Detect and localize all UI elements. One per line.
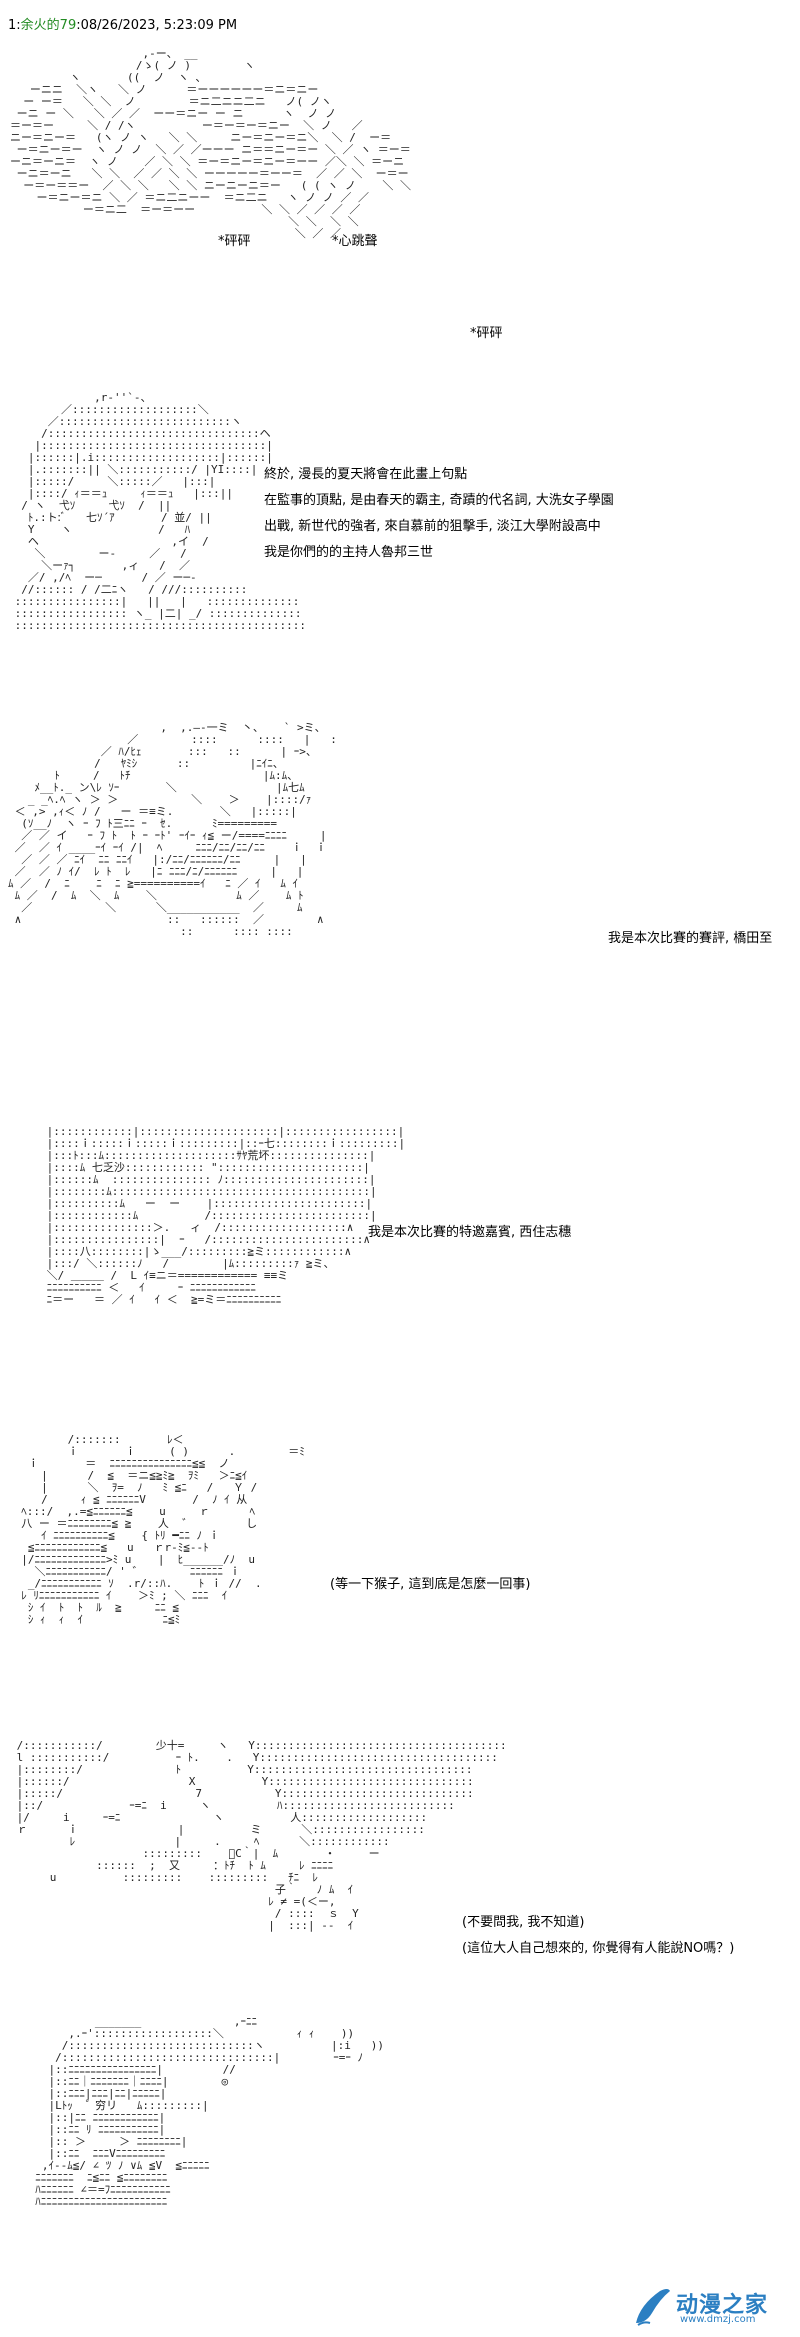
ascii-art-commentator: , ,.―‐一ミ 丶、 ` >ミ、 ／ :::: :::: | : ／ ﾊ/ﾋｪ… xyxy=(8,721,337,938)
reaction-dialog: (等一下猴子, 這到底是怎麼一回事) xyxy=(330,1577,531,1592)
post-header: 1:余火的79:08/26/2023, 5:23:09 PM xyxy=(8,18,238,33)
sfx-heartbeat: *心跳聲 xyxy=(332,234,378,249)
host-line: 出戰, 新世代的強者, 來自慕前的狙擊手, 淡江大學附設高中 xyxy=(264,519,601,534)
site-watermark: 动漫之家 www.dmzj.com xyxy=(630,2285,790,2329)
ascii-art-host: ,r‐''`‐、 ／:::::::::::::::::::＼ ／::::::::… xyxy=(14,391,307,632)
pair-line-1: (不要問我, 我不知道) xyxy=(462,1915,585,1930)
host-line: 在監事的頂點, 是由春天的霸主, 奇蹟的代名詞, 大洗女子學園 xyxy=(264,493,614,508)
author-name[interactable]: 余火的79 xyxy=(20,18,77,33)
ascii-art-final-character: _______ ,ｰﾆﾆ ,.ｰ'::::::::::::::::::＼ ｨ ｨ… xyxy=(35,2015,384,2208)
host-line: 我是你們的的主持人魯邦三世 xyxy=(264,545,434,560)
ascii-art-two-characters: /:::::::::::/ 少十= ヽ Y:::::::::::::::::::… xyxy=(16,1739,507,1932)
ascii-art-guest: |::::::::::::|:::::::::::::::::::::|::::… xyxy=(46,1125,406,1306)
pair-line-2: (這位大人自己想來的, 你覺得有人能說NO嗎？) xyxy=(462,1941,735,1956)
guest-dialog: 我是本次比賽的特邀嘉賓, 西住志穗 xyxy=(368,1225,572,1240)
watermark-url: www.dmzj.com xyxy=(680,2314,756,2325)
host-dialog: 終於, 漫長的夏天將會在此畫上句點 在監事的頂點, 是由春天的霸主, 奇蹟的代名… xyxy=(264,462,614,566)
brush-logo-icon xyxy=(636,2289,670,2326)
post-datetime: 08/26/2023, 5:23:09 PM xyxy=(80,18,238,33)
ascii-art-reaction: /::::::: ﾚ＜ ｉ ｉ ( ) . ＝ﾐ ｉ ＝ ﾆﾆﾆﾆﾆﾆﾆﾆﾆﾆﾆ… xyxy=(21,1433,305,1626)
commentator-dialog: 我是本次比賽的賽評, 橋田至 xyxy=(608,931,773,946)
host-line: 終於, 漫長的夏天將會在此畫上句點 xyxy=(264,467,468,482)
post-number: 1 xyxy=(8,18,17,33)
watermark-brand: 动漫之家 xyxy=(676,2293,769,2318)
sfx-bang-1: *砰砰 xyxy=(218,234,251,249)
sfx-bang-2: *砰砰 xyxy=(470,326,503,341)
ascii-art-heartbeat: ,-ー、 __ /ゝ( ノ ) ヽ ヽ (( ノ ヽ 、 ーニニ ＼ヽ ＼ ノ … xyxy=(10,47,411,240)
pair-dialog: (不要問我, 我不知道) (這位大人自己想來的, 你覺得有人能說NO嗎？) xyxy=(462,1910,734,1962)
